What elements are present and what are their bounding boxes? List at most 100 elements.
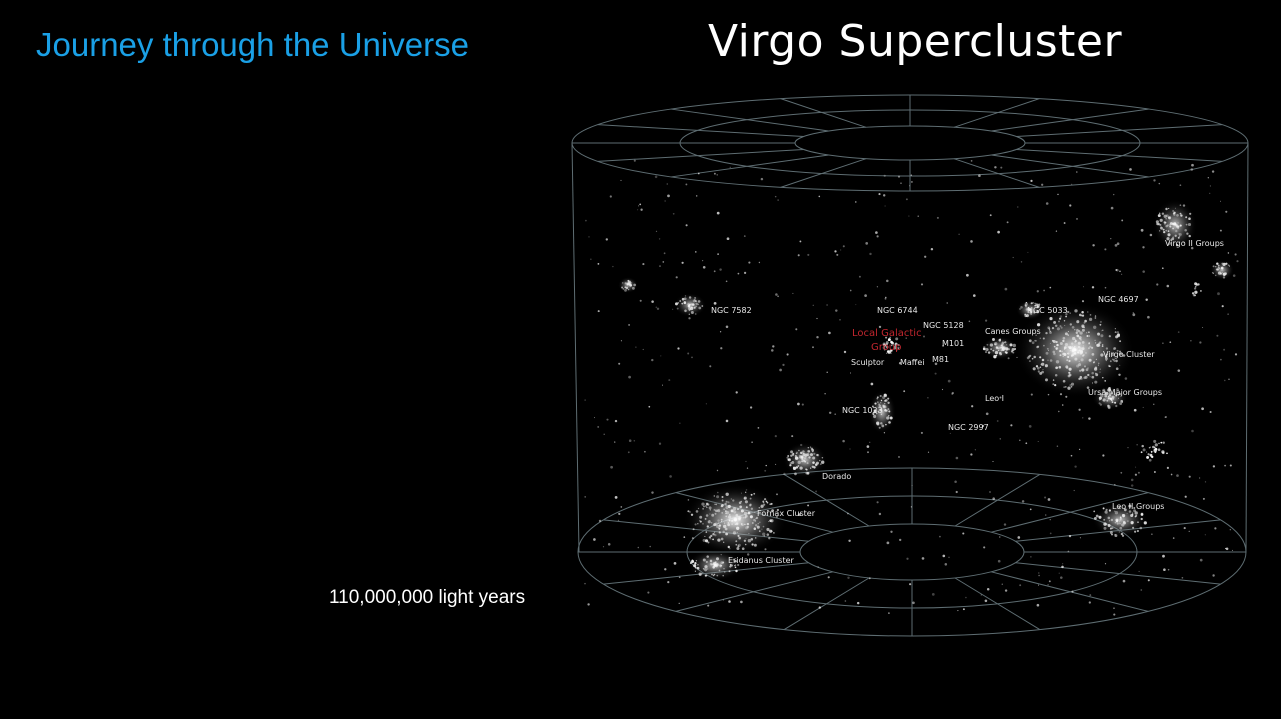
galaxy-dot xyxy=(946,302,948,304)
galaxy-dot xyxy=(651,300,654,303)
galaxy-dot xyxy=(740,600,743,604)
galaxy-dot xyxy=(677,347,680,350)
galaxy-dot xyxy=(687,499,690,501)
galaxy-dot xyxy=(858,275,861,278)
galaxy-dot xyxy=(965,596,967,599)
galaxy-dot xyxy=(1136,444,1138,446)
galaxy-dot xyxy=(1049,532,1052,535)
galaxy-dot xyxy=(1003,523,1007,526)
galaxy-dot xyxy=(1232,274,1236,277)
galaxy-dot xyxy=(1061,404,1064,406)
galaxy-dot xyxy=(642,263,645,266)
galaxy-dot xyxy=(1116,242,1120,246)
galaxy-dot xyxy=(612,265,614,268)
galaxy-dot xyxy=(1181,576,1184,579)
galaxy-dot xyxy=(936,216,939,219)
galaxy-dot xyxy=(797,254,800,257)
galaxy-dot xyxy=(1060,576,1063,579)
galaxy-dot xyxy=(890,530,893,533)
galaxy-dot xyxy=(720,347,723,350)
galaxy-dot xyxy=(760,177,764,181)
galaxy-dot xyxy=(807,504,810,507)
galaxy-dot xyxy=(931,593,935,596)
galaxy-dot xyxy=(713,172,716,175)
galaxy-dot xyxy=(1025,442,1028,445)
galaxy-dot xyxy=(955,456,959,460)
galaxy-dot xyxy=(1089,594,1092,597)
galaxy-dot xyxy=(1146,451,1148,453)
galaxy-dot xyxy=(920,283,924,286)
galaxy-dot xyxy=(1225,547,1227,550)
galaxy-dot xyxy=(597,310,600,313)
galaxy-dot xyxy=(719,268,722,271)
galaxy-dot xyxy=(905,198,908,201)
galaxy-dot xyxy=(999,438,1001,440)
galaxy-dot xyxy=(617,519,620,522)
galaxy-dot xyxy=(1073,489,1075,492)
galaxy-dot xyxy=(882,346,886,349)
galaxy-dot xyxy=(1194,294,1196,297)
galaxy-dot xyxy=(801,403,804,406)
galaxy-dot xyxy=(664,200,666,202)
galaxy-dot xyxy=(1113,607,1115,609)
galaxy-dot xyxy=(716,211,720,215)
label-maffei: Maffei xyxy=(900,358,924,367)
galaxy-dot xyxy=(588,236,590,238)
galaxy-dot xyxy=(842,439,845,443)
galaxy-dot xyxy=(1110,206,1114,210)
galaxy-dot xyxy=(1055,230,1058,232)
galaxy-dot xyxy=(824,393,826,395)
galaxy-dot xyxy=(864,294,867,297)
galaxy-dot xyxy=(798,513,801,516)
galaxy-dot xyxy=(656,307,660,311)
galaxy-dot xyxy=(786,353,789,356)
galaxy-dot xyxy=(777,199,779,201)
galaxy-dot xyxy=(870,382,874,386)
galaxy-dot xyxy=(1129,168,1132,171)
label-ngc5128: NGC 5128 xyxy=(923,321,964,330)
galaxy-dot xyxy=(1081,300,1085,303)
galaxy-dot xyxy=(672,212,675,215)
galaxy-dot xyxy=(1225,210,1228,213)
galaxy-dot xyxy=(1063,222,1066,224)
galaxy-dot xyxy=(1154,443,1158,447)
galaxy-dot xyxy=(1227,313,1229,315)
galaxy-dot xyxy=(1133,408,1137,412)
galaxy-dot xyxy=(1058,410,1060,413)
galaxy-dot xyxy=(774,435,777,438)
galaxy-dot xyxy=(783,472,786,476)
label-ngc6744: NGC 6744 xyxy=(877,306,918,315)
galaxy-dot xyxy=(954,480,957,484)
galaxy-dot xyxy=(815,490,818,493)
galaxy-dot xyxy=(1216,334,1219,337)
galaxy-dot xyxy=(1156,283,1159,286)
galaxy-dot xyxy=(848,539,851,543)
galaxy-dot xyxy=(885,336,888,339)
galaxy-dot xyxy=(1078,408,1081,411)
galaxy-dot xyxy=(1169,341,1172,344)
galaxy-dot xyxy=(597,425,600,428)
galaxy-dot xyxy=(971,405,974,408)
galaxy-dot xyxy=(909,583,912,586)
galaxy-dot xyxy=(745,460,747,463)
galaxy-dot xyxy=(614,419,618,423)
galaxy-dot xyxy=(985,412,989,416)
galaxy-dot xyxy=(597,262,600,265)
galaxy-dot xyxy=(1150,450,1153,453)
galaxy-dot xyxy=(869,252,872,256)
galaxy-dot xyxy=(637,209,639,211)
galaxy-dot xyxy=(915,306,917,308)
galaxy-dot xyxy=(1020,261,1023,263)
galaxy-dot xyxy=(1010,424,1013,427)
galaxy-dot xyxy=(697,172,700,175)
galaxy-dot xyxy=(1088,601,1091,604)
galaxy-dot xyxy=(725,419,729,423)
label-local-galactic-group-2: Group xyxy=(871,342,901,353)
galaxy-dot xyxy=(609,195,612,198)
galaxy-dot xyxy=(812,304,814,306)
label-ngc4697: NGC 4697 xyxy=(1098,295,1139,304)
galaxy-dot xyxy=(1153,446,1156,449)
galaxy-dot xyxy=(898,362,902,365)
galaxy-dot xyxy=(1029,508,1032,511)
galaxy-dot xyxy=(610,465,613,469)
